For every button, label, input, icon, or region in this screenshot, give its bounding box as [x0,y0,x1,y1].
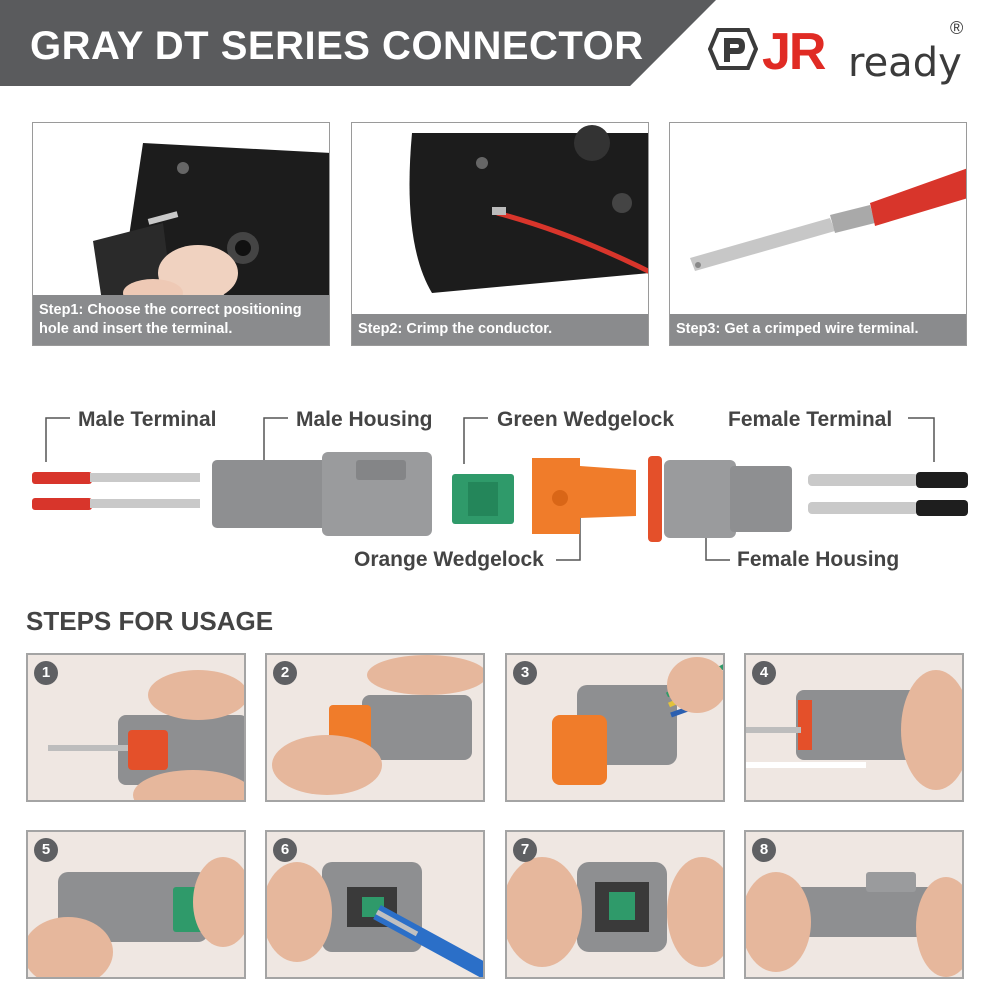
usage-step-6: 6 [265,830,485,979]
header-band [0,0,716,86]
male-housing-label: Male Housing [296,408,433,431]
male-terminal-label: Male Terminal [78,408,217,431]
female-terminal-label: Female Terminal [728,408,893,431]
step-number-badge: 5 [34,838,58,862]
female-housing-label: Female Housing [737,548,900,571]
usage-step-8: 8 [744,830,964,979]
crimp-step-3-caption: Step3: Get a crimped wire terminal. [670,314,966,345]
step-number-badge: 8 [752,838,776,862]
step-number-badge: 6 [273,838,297,862]
crimp-step-3-panel: Step3: Get a crimped wire terminal. [669,122,967,346]
insert-green-wedgelock-image [28,832,244,977]
crimp-step-2-caption: Step2: Crimp the conductor. [352,314,648,345]
step-number-badge: 3 [513,661,537,685]
usage-section-title: STEPS FOR USAGE [26,606,274,636]
jr-logo-icon [708,28,758,70]
orange-wedgelock-label: Orange Wedgelock [354,548,544,571]
insert-female-terminal-image [746,655,962,800]
usage-step-1: 1 [26,653,246,802]
crimp-tool-insert-image [93,143,329,308]
assembled-female-housing-image [507,655,723,800]
mated-connector-image [746,832,962,977]
crimp-step-1-panel: Step1: Choose the correct positioning ho… [32,122,330,346]
brand-logo: JR ready ® [708,18,968,86]
insert-terminal-image [28,655,244,800]
logo-ready-text: ready [848,40,962,86]
crimp-step-1-caption: Step1: Choose the correct positioning ho… [33,295,329,345]
step-number-badge: 2 [273,661,297,685]
connector-diagram: Male Terminal Male Housing Green Wedgelo… [0,390,1000,580]
step-number-badge: 1 [34,661,58,685]
usage-step-2: 2 [265,653,485,802]
step-number-badge: 7 [513,838,537,862]
insert-orange-wedgelock-image [267,655,483,800]
usage-step-4: 4 [744,653,964,802]
crimp-step-2-panel: Step2: Crimp the conductor. [351,122,649,346]
usage-step-7: 7 [505,830,725,979]
female-housing-front-image [507,832,723,977]
page-title: GRAY DT SERIES CONNECTOR [30,24,644,68]
registered-mark: ® [950,18,964,38]
header: GRAY DT SERIES CONNECTOR JR ready ® [0,0,1000,86]
crimped-terminal-image [690,168,966,271]
connector-parts-image [32,417,968,561]
screwdriver-release-image [267,832,483,977]
crimp-tool-crimp-image [409,125,648,293]
logo-jr-text: JR [762,23,827,81]
step-number-badge: 4 [752,661,776,685]
usage-step-5: 5 [26,830,246,979]
green-wedgelock-label: Green Wedgelock [497,408,675,431]
usage-step-3: 3 [505,653,725,802]
